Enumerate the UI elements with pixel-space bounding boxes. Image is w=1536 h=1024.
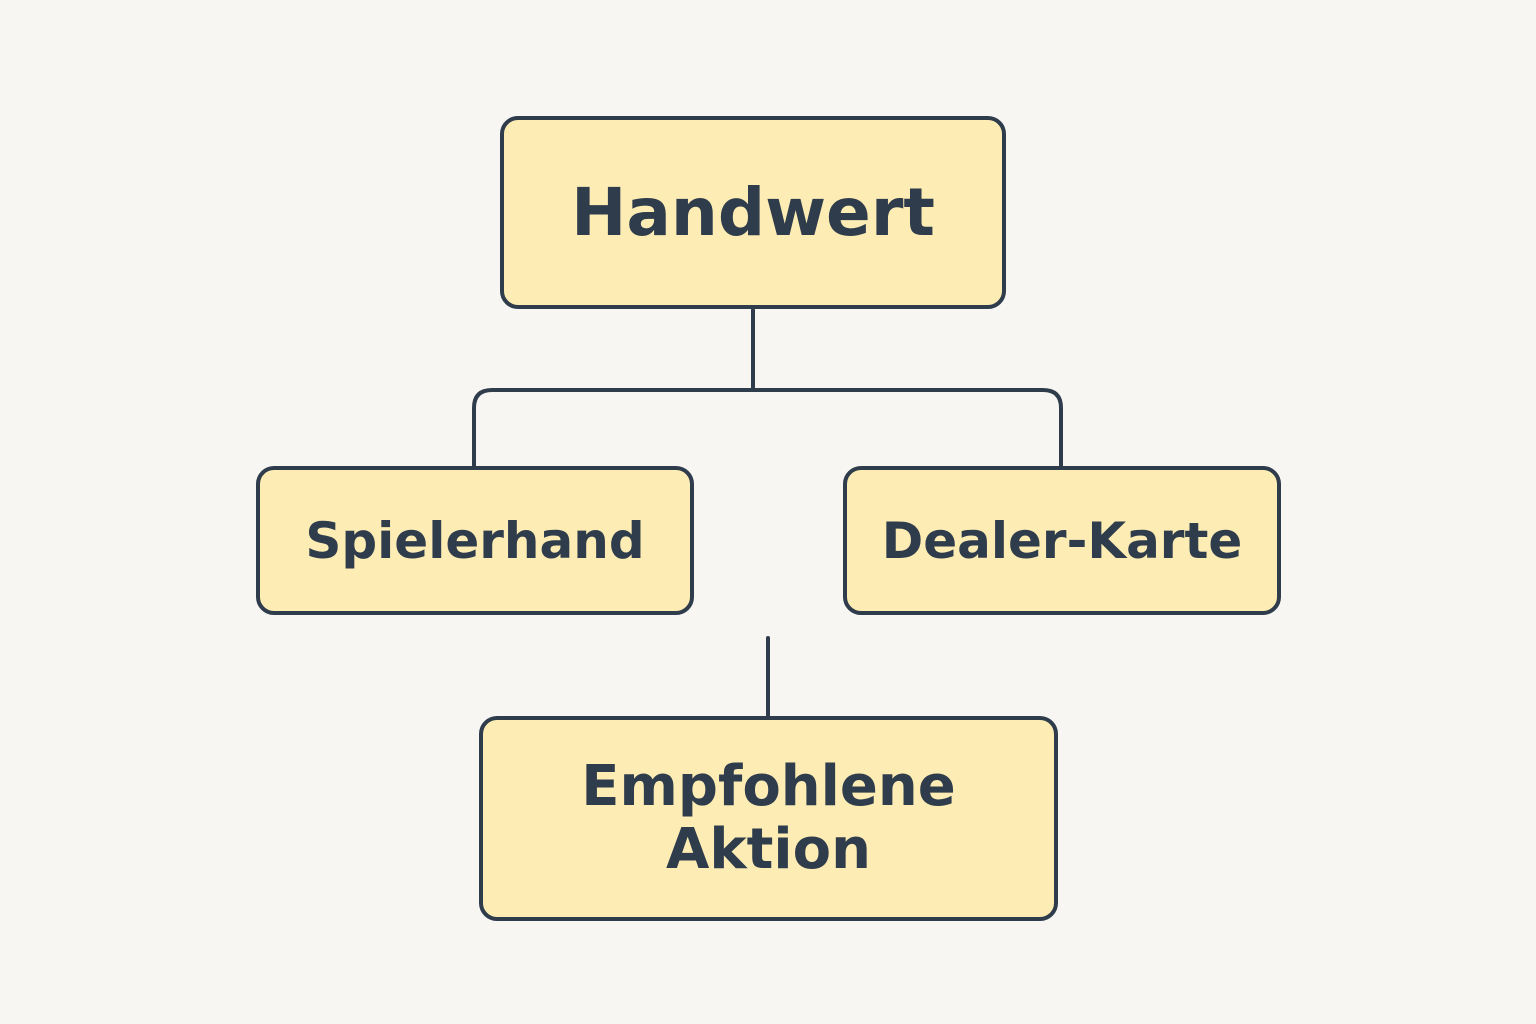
node-empfohlene-aktion: Empfohlene Aktion (479, 716, 1058, 921)
connector-branch-bar (472, 388, 1063, 468)
node-dealer-karte: Dealer-Karte (843, 466, 1281, 615)
node-spielerhand: Spielerhand (256, 466, 694, 615)
node-handwert: Handwert (500, 116, 1006, 309)
